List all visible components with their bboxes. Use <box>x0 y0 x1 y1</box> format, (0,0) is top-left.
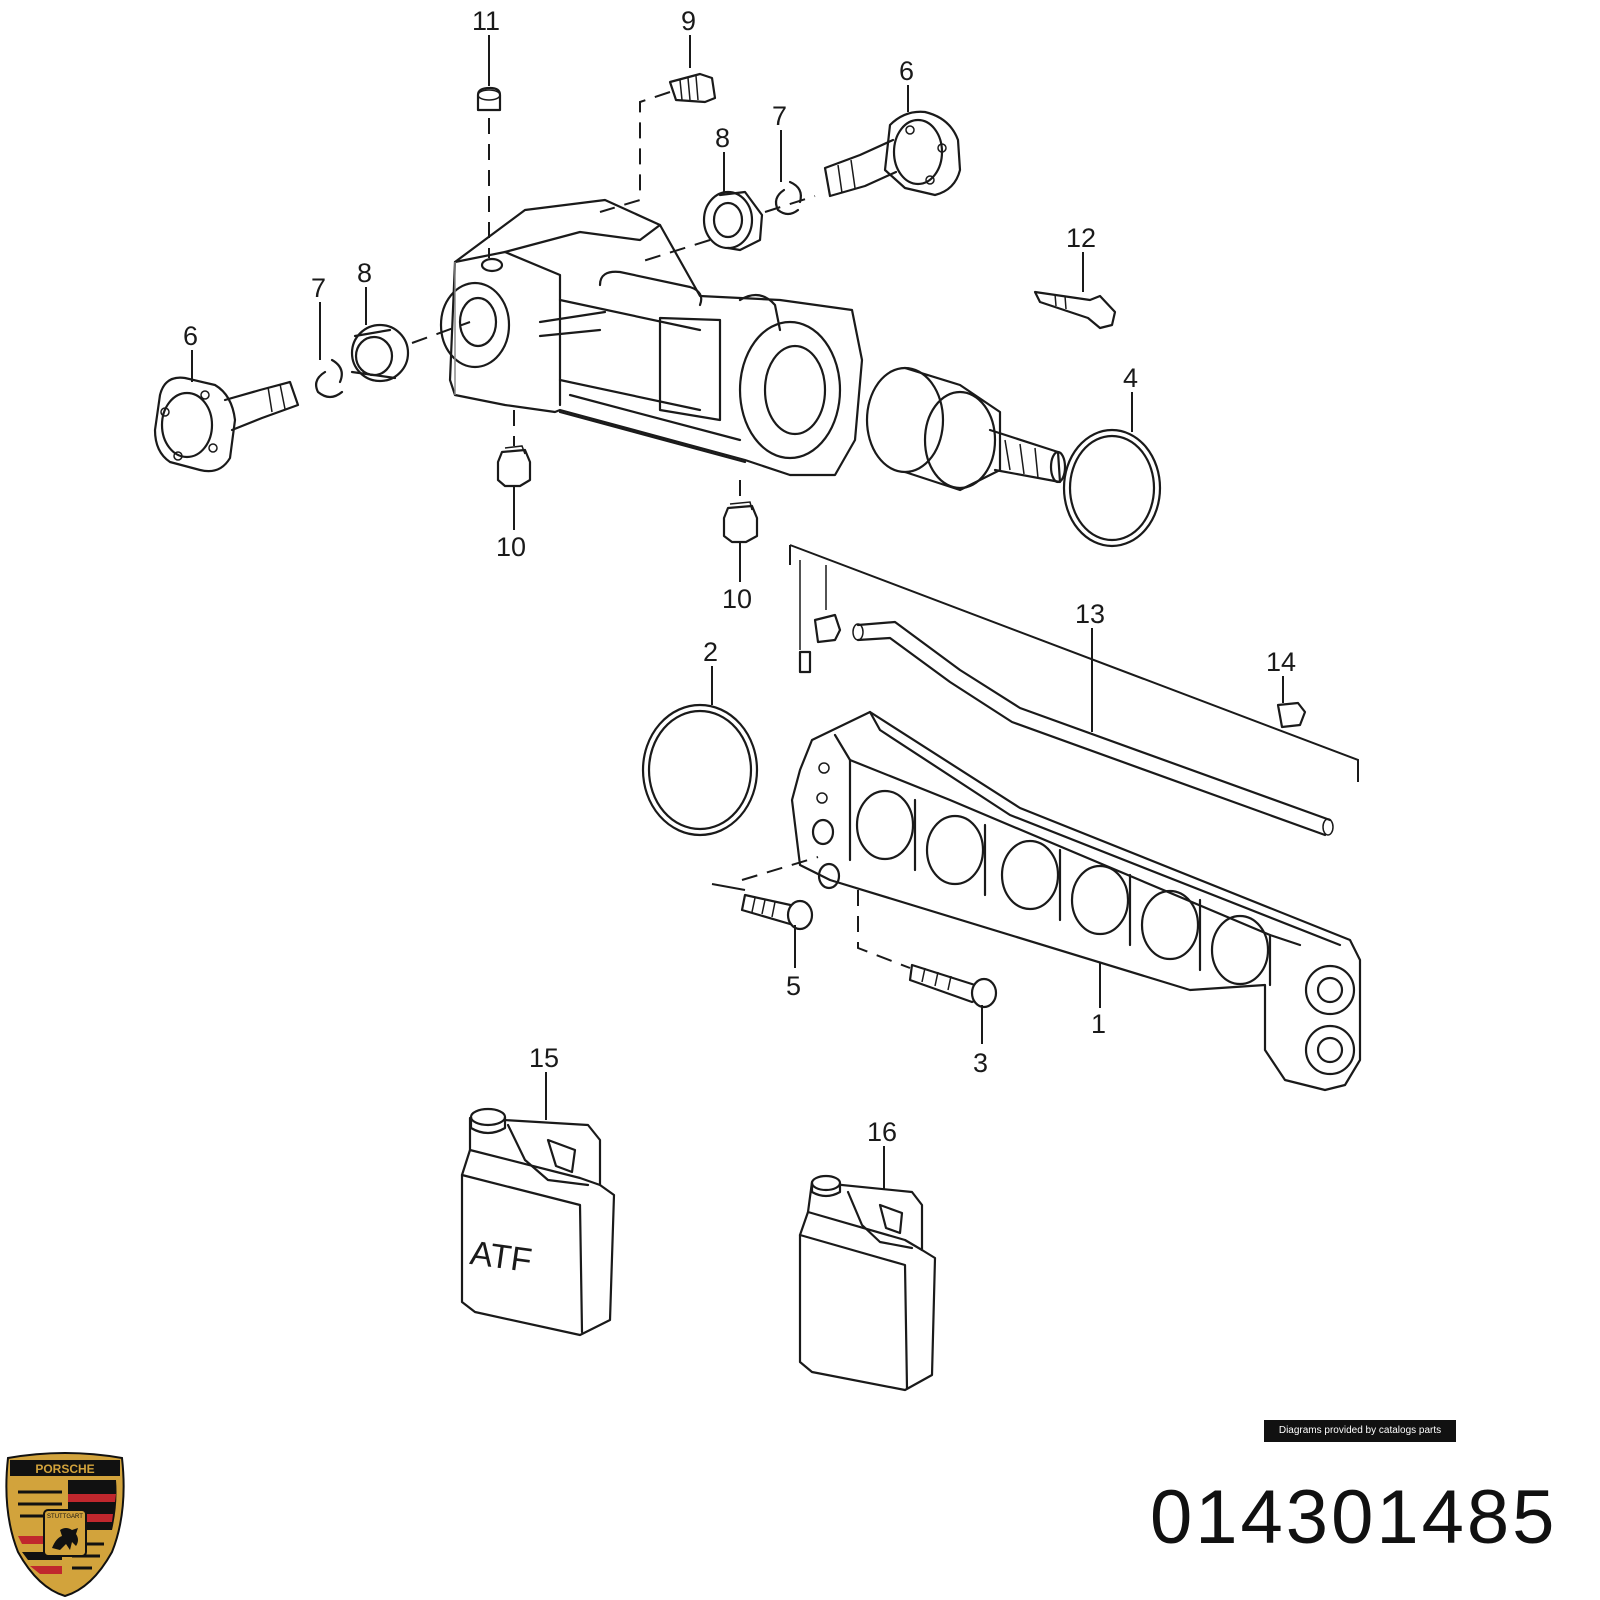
callout-12: 12 <box>1066 223 1096 253</box>
atf-label: ATF <box>468 1234 534 1280</box>
crest-brand-text: PORSCHE <box>35 1462 94 1476</box>
tube-assembly <box>789 544 1359 837</box>
callout-5: 5 <box>786 971 801 1001</box>
callout-9: 9 <box>681 6 696 36</box>
leader-bolt-5-b <box>741 856 819 881</box>
shaft-seal-left <box>350 323 410 383</box>
leader-lines <box>191 35 1284 1190</box>
bolt-5 <box>740 893 814 931</box>
drive-flange-right <box>823 110 962 198</box>
leader-bolt-5 <box>711 883 746 891</box>
callout-7-left: 7 <box>311 273 326 303</box>
callout-3: 3 <box>973 1048 988 1078</box>
drain-plug-right <box>722 501 759 544</box>
callout-4: 4 <box>1123 363 1138 393</box>
callout-13: 13 <box>1075 599 1105 629</box>
transmission-housing <box>439 198 864 477</box>
callout-14: 14 <box>1266 647 1296 677</box>
o-ring-lower <box>641 703 759 837</box>
callout-6-right: 6 <box>899 56 914 86</box>
crossmember <box>790 710 1362 1092</box>
leader-seal-circlip <box>764 195 816 213</box>
porsche-crest-logo: PORSCHE STUTTGART <box>5 1452 125 1598</box>
shaft-seal-right <box>702 190 764 252</box>
circlip-left <box>315 358 344 399</box>
leader-left-seal <box>411 321 471 344</box>
callout-11: 11 <box>472 6 500 36</box>
o-ring-upper <box>1062 428 1162 548</box>
callout-10-left: 10 <box>496 532 526 562</box>
plug-top <box>476 86 502 112</box>
callout-15: 15 <box>529 1043 559 1073</box>
callout-8-left: 8 <box>357 258 372 288</box>
horse-icon <box>52 1528 78 1550</box>
cap-14 <box>1276 701 1307 729</box>
callout-16: 16 <box>867 1117 897 1147</box>
output-shaft <box>865 366 1067 492</box>
circlip-right <box>774 180 802 216</box>
drain-plug-left <box>496 445 532 488</box>
leader-bolt-3 <box>857 890 911 969</box>
callout-6-left: 6 <box>183 321 198 351</box>
callout-7-right: 7 <box>772 101 787 131</box>
leader-breather <box>599 91 671 213</box>
bolt-3 <box>908 963 998 1009</box>
callouts: 11 9 6 7 8 12 7 8 6 4 10 10 13 2 14 5 1 … <box>183 6 1296 1147</box>
leader-right-seal <box>639 239 711 263</box>
credit-banner: Diagrams provided by catalogs parts <box>1264 1420 1456 1442</box>
breather-valve <box>668 72 717 104</box>
drive-flange-left <box>153 376 300 473</box>
crest-city-text: STUTTGART <box>47 1514 83 1520</box>
part-number: 014301485 <box>1150 1475 1558 1560</box>
callout-1: 1 <box>1091 1009 1106 1039</box>
callout-8-right: 8 <box>715 123 730 153</box>
atf-canister: ATF <box>460 1107 616 1337</box>
temperature-sensor <box>1033 290 1117 330</box>
callout-2: 2 <box>703 637 718 667</box>
callout-10-right: 10 <box>722 584 752 614</box>
oil-canister <box>798 1174 937 1392</box>
